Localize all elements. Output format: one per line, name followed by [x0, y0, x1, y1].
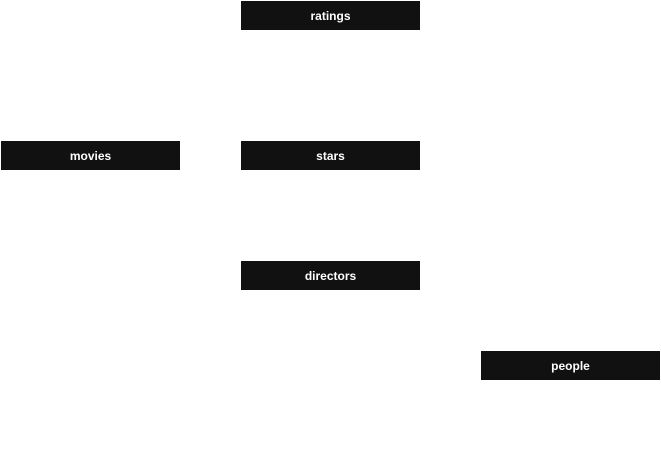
table-node-people[interactable]: people — [481, 351, 660, 380]
table-node-directors-label: directors — [304, 268, 357, 283]
table-node-ratings-label: ratings — [310, 8, 351, 23]
table-node-movies[interactable]: movies — [1, 141, 180, 170]
table-node-directors[interactable]: directors — [241, 261, 420, 290]
table-node-stars[interactable]: stars — [241, 141, 420, 170]
table-node-people-label: people — [551, 358, 590, 373]
table-node-movies-label: movies — [69, 148, 112, 163]
table-node-stars-label: stars — [316, 148, 345, 163]
table-node-ratings[interactable]: ratings — [241, 1, 420, 30]
